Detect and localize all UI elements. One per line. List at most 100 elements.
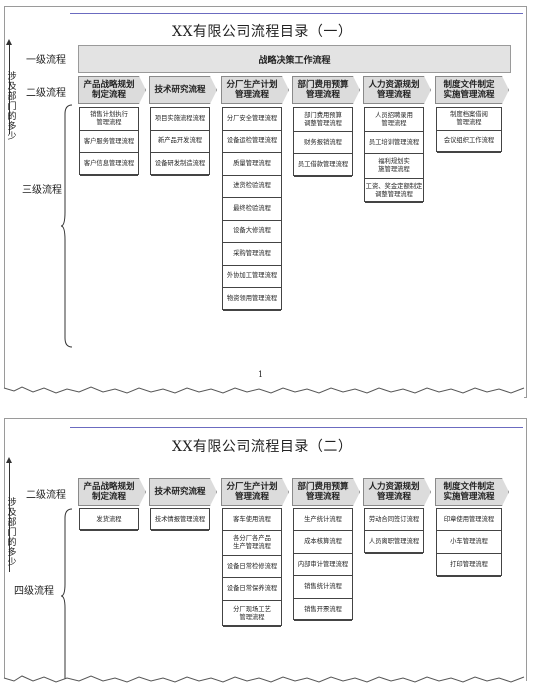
process-header-line: 实施管理流程 [443,90,495,100]
process-item-line: 福利规划实 [378,158,410,165]
process-item-line: 员工借款管理流程 [297,161,349,168]
process-header-4: 部门费用预算管理流程 [292,478,360,506]
process-item: 客户信息管理流程 [80,153,138,176]
process-item-line: 发货流程 [96,515,122,523]
process-item-line: 物资领用管理流程 [226,294,278,302]
process-item: 技术情报管理流程 [151,509,209,531]
process-item-line: 制度档案借阅 [450,110,488,118]
process-column-2: 技术情报管理流程 [150,508,210,531]
process-item: 分厂现场工艺管理流程 [223,601,281,627]
process-item-line: 小车管理流程 [450,538,488,545]
process-item: 分厂安全管理流程 [223,108,281,131]
process-item: 物资领用管理流程 [223,288,281,311]
process-item-line: 客车使用流程 [233,515,271,523]
process-item: 生产统计流程 [294,509,352,531]
page-two-brace [60,508,73,680]
process-item: 打印管理流程 [437,554,501,577]
process-header-line: 管理流程 [234,492,269,502]
process-item: 福利规划实施管理流程 [365,154,423,179]
process-column-2: 项目实施流程流程新产品开发流程设备研发制造流程 [150,107,210,176]
page-one-torn-edge [3,386,525,400]
process-item: 客车使用流程 [223,509,281,531]
strategy-box: 战略决策工作流程 [78,45,511,73]
page-two-top-rule [70,427,523,428]
process-header-4: 部门费用预算管理流程 [292,76,360,104]
process-item: 销售计划执行管理流程 [80,108,138,131]
process-item: 设备运检管理流程 [223,131,281,153]
process-item: 成本核算流程 [294,531,352,554]
process-header-line: 制度文件制定 [443,482,495,492]
page-one-up-arrow [6,39,12,134]
process-header-line: 技术研究流程 [154,487,206,497]
process-item: 销售统计流程 [294,576,352,599]
process-header-line: 管理流程 [305,90,340,100]
process-header-6: 制度文件制定实施管理流程 [435,76,509,104]
process-item-line: 管理流程 [456,118,482,126]
level3-label: 三级流程 [22,185,62,196]
process-item: 设备日常保养流程 [223,578,281,601]
process-item-line: 成本核算流程 [304,538,342,545]
process-header-6: 制度文件制定实施管理流程 [435,478,509,506]
process-item-line: 客户服务管理流程 [83,137,135,145]
page-two-side-label: 涉 及 部 门 的 多 少 [7,498,17,568]
process-column-6: 制度档案借阅管理流程会议组织工作流程 [436,107,502,153]
process-item: 质量管理流程 [223,153,281,176]
level4-label: 四级流程 [14,586,54,597]
process-item: 设备研发制造流程 [151,153,209,176]
process-item: 客户服务管理流程 [80,131,138,153]
process-header-line: 实施管理流程 [443,492,495,502]
process-header-line: 管理流程 [376,90,411,100]
process-column-1: 销售计划执行管理流程客户服务管理流程客户信息管理流程 [79,107,139,176]
process-header-1: 产品战略规划制定流程 [78,478,146,506]
process-item-line: 打印管理流程 [450,561,488,568]
process-item: 内部审计管理流程 [294,554,352,576]
process-column-6: 印章使用管理流程小车管理流程打印管理流程 [436,508,502,577]
process-item-line: 进货检验流程 [233,182,271,190]
page-one-side-label: 涉 及 部 门 的 多 少 [7,72,17,142]
process-item-line: 管理流程 [239,613,265,621]
process-header-2: 技术研究流程 [149,478,217,506]
process-item-line: 销售计划执行 [90,111,128,118]
process-item-line: 管理流程 [96,119,122,126]
process-item-line: 内部审计管理流程 [297,560,349,568]
process-item-line: 项目实施流程流程 [154,114,206,122]
process-header-line: 制定流程 [91,90,126,100]
process-item: 劳动合同签订流程 [365,509,423,531]
process-item-line: 新产品开发流程 [157,137,203,145]
process-header-line: 产品战略规划 [83,80,135,90]
process-item: 进货检验流程 [223,176,281,198]
process-header-line: 部门费用预算 [297,80,349,90]
process-item: 财务报销流程 [294,132,352,154]
process-item-line: 调整管理流程 [304,119,342,127]
process-header-line: 产品战略规划 [83,482,135,492]
process-item: 人员招聘录用管理流程 [365,108,423,132]
process-item: 员工借款管理流程 [294,154,352,177]
process-header-line: 人力资源规划 [368,482,420,492]
page-one-title: XX有限公司流程目录（一） [172,24,353,40]
process-column-4: 部门费用预算调整管理流程财务报销流程员工借款管理流程 [293,107,353,177]
process-header-line: 分厂生产计划 [226,80,278,90]
process-item-line: 设备运检管理流程 [226,137,278,145]
process-item-line: 部门费用预算 [304,111,342,119]
process-header-5: 人力资源规划管理流程 [363,76,431,104]
process-item: 人员离职管理流程 [365,531,423,554]
process-header-line: 管理流程 [234,90,269,100]
process-header-2: 技术研究流程 [149,76,217,104]
process-item-line: 生产统计流程 [304,515,342,523]
process-header-line: 分厂生产计划 [226,482,278,492]
process-item: 会议组织工作流程 [437,131,501,153]
page-one-top-rule [70,13,523,14]
process-item-line: 销售统计流程 [304,583,342,590]
process-column-5: 人员招聘录用管理流程员工培训管理流程福利规划实施管理流程工资、奖金定额制定调整管… [364,107,424,203]
process-item-line: 劳动合同签订流程 [368,515,420,523]
process-item: 新产品开发流程 [151,131,209,153]
process-item: 小车管理流程 [437,531,501,554]
process-item: 制度档案借阅管理流程 [437,108,501,131]
process-item: 工资、奖金定额制定调整管理流程 [365,179,423,203]
process-item: 外协加工管理流程 [223,266,281,288]
process-header-3: 分厂生产计划管理流程 [221,478,289,506]
process-item-line: 设备研发制造流程 [154,159,206,167]
process-item: 项目实施流程流程 [151,108,209,131]
process-item-line: 管理流程 [381,119,407,127]
process-item-line: 采购管理流程 [233,249,271,257]
